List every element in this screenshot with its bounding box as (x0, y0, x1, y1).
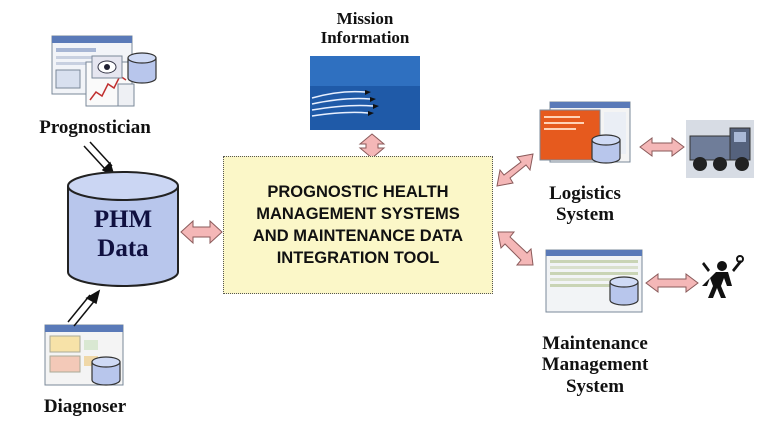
mission-image (310, 56, 420, 130)
diagnoser-to-data-arrow (67, 289, 101, 327)
prognostician-label: Prognostician (39, 117, 151, 138)
logistics-to-truck-arrow (639, 137, 685, 157)
maintenance-label-line1: Maintenance (542, 333, 648, 354)
tool-title-line2: MANAGEMENT SYSTEMS (256, 204, 460, 223)
logistics-system-label: Logistics System (530, 183, 640, 226)
integration-tool-box: PROGNOSTIC HEALTH MANAGEMENT SYSTEMS AND… (223, 156, 493, 294)
phm-data-line2: Data (97, 234, 149, 262)
tool-to-maintenance-arrow (497, 231, 534, 266)
phm-data-label: PHM Data (68, 206, 178, 264)
prognostician-screens-image (51, 35, 157, 107)
maintenance-label-line3: System (565, 375, 625, 397)
mission-label-line2: Information (320, 28, 410, 48)
maintenance-screen-image (545, 249, 643, 313)
mission-information-label: Mission Information (300, 9, 430, 47)
phm-data-line1: PHM (93, 206, 153, 233)
data-to-tool-arrow (180, 219, 223, 245)
maintenance-to-mechanic-arrow (645, 273, 699, 293)
maintenance-management-label: Maintenance Management System (515, 333, 675, 397)
mechanic-icon (702, 255, 744, 298)
logistics-label-line2: System (555, 204, 615, 226)
logistics-label-line1: Logistics (549, 183, 621, 204)
tool-title-line4: INTEGRATION TOOL (276, 249, 440, 268)
tool-to-logistics-arrow (496, 153, 534, 187)
maintenance-label-line2: Management (541, 354, 649, 376)
logistics-screen-image (539, 101, 631, 164)
diagnoser-screen-image (44, 324, 124, 386)
mission-to-tool-arrow (358, 133, 386, 159)
mission-label-line1: Mission (336, 9, 394, 28)
tool-title-line3: AND MAINTENANCE DATA (252, 227, 464, 245)
tool-title-line1: PROGNOSTIC HEALTH (267, 182, 449, 201)
prognostician-to-data-arrow (83, 141, 116, 178)
phm-data-cylinder (67, 171, 179, 287)
truck-image (686, 120, 754, 178)
diagnoser-label: Diagnoser (43, 396, 127, 417)
